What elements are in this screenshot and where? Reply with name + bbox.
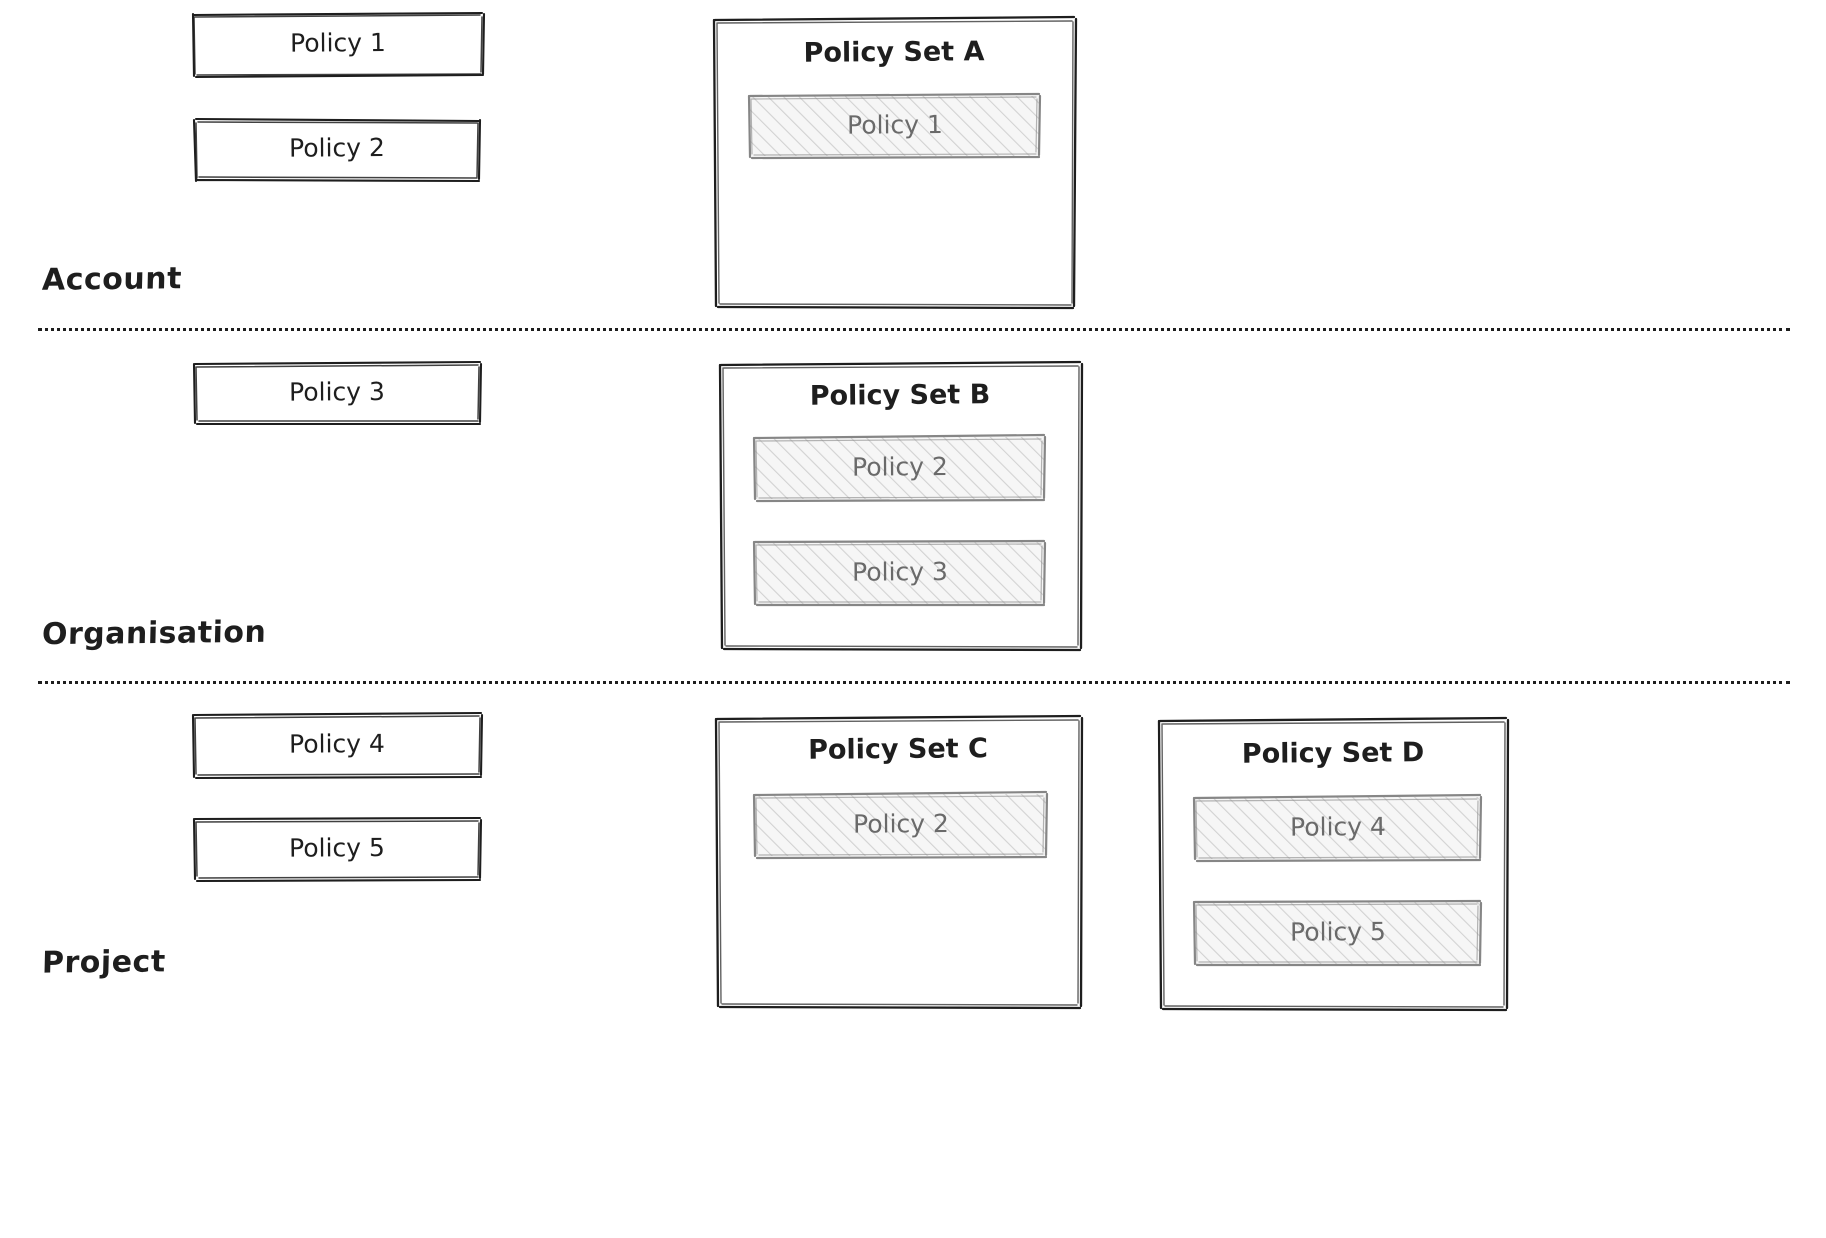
tier-divider-account-organisation — [38, 328, 1790, 331]
policy-chip-policy-4[interactable]: Policy 4 — [190, 710, 484, 780]
policy-set-member-label: Policy 2 — [853, 809, 949, 839]
policy-set-member-label: Policy 4 — [1290, 812, 1386, 842]
policy-set-member-policy-3[interactable]: Policy 3 — [752, 538, 1048, 608]
policy-set-member-label: Policy 5 — [1290, 917, 1386, 947]
policy-set-member-policy-2[interactable]: Policy 2 — [752, 790, 1050, 860]
policy-set-b[interactable]: Policy Set B Policy 2 — [716, 360, 1084, 652]
tier-label-account: Account — [41, 261, 183, 298]
tier-label-organisation: Organisation — [41, 614, 267, 653]
policy-chip-label: Policy 1 — [290, 28, 386, 58]
policy-set-member-label: Policy 2 — [852, 452, 948, 482]
policy-set-title: Policy Set C — [807, 733, 988, 766]
policy-set-member-label: Policy 1 — [847, 110, 943, 140]
policy-chip-policy-1[interactable]: Policy 1 — [190, 10, 486, 79]
policy-set-title: Policy Set A — [803, 36, 985, 69]
policy-chip-label: Policy 4 — [289, 729, 385, 759]
tier-divider-organisation-project — [38, 681, 1790, 684]
policy-set-member-label: Policy 3 — [852, 557, 948, 587]
policy-set-member-policy-1[interactable]: Policy 1 — [747, 92, 1043, 160]
policy-set-c[interactable]: Policy Set C Policy 2 — [712, 714, 1084, 1010]
policy-set-member-policy-5[interactable]: Policy 5 — [1192, 898, 1484, 968]
policy-set-member-policy-4[interactable]: Policy 4 — [1192, 793, 1484, 863]
policy-chip-label: Policy 3 — [289, 377, 385, 407]
policy-set-d[interactable]: Policy Set D Policy 4 — [1156, 716, 1510, 1012]
policy-chip-policy-2[interactable]: Policy 2 — [192, 115, 482, 183]
policy-chip-policy-3[interactable]: Policy 3 — [192, 360, 483, 426]
tier-label-project: Project — [41, 944, 167, 981]
policy-chip-label: Policy 2 — [289, 133, 385, 163]
policy-chip-label: Policy 5 — [289, 833, 385, 863]
policy-set-member-policy-2[interactable]: Policy 2 — [752, 433, 1048, 503]
policy-chip-policy-5[interactable]: Policy 5 — [192, 815, 483, 883]
policy-set-title: Policy Set B — [809, 379, 991, 412]
policy-set-title: Policy Set D — [1241, 737, 1425, 770]
policy-set-a[interactable]: Policy Set A Policy 1 — [710, 14, 1078, 310]
